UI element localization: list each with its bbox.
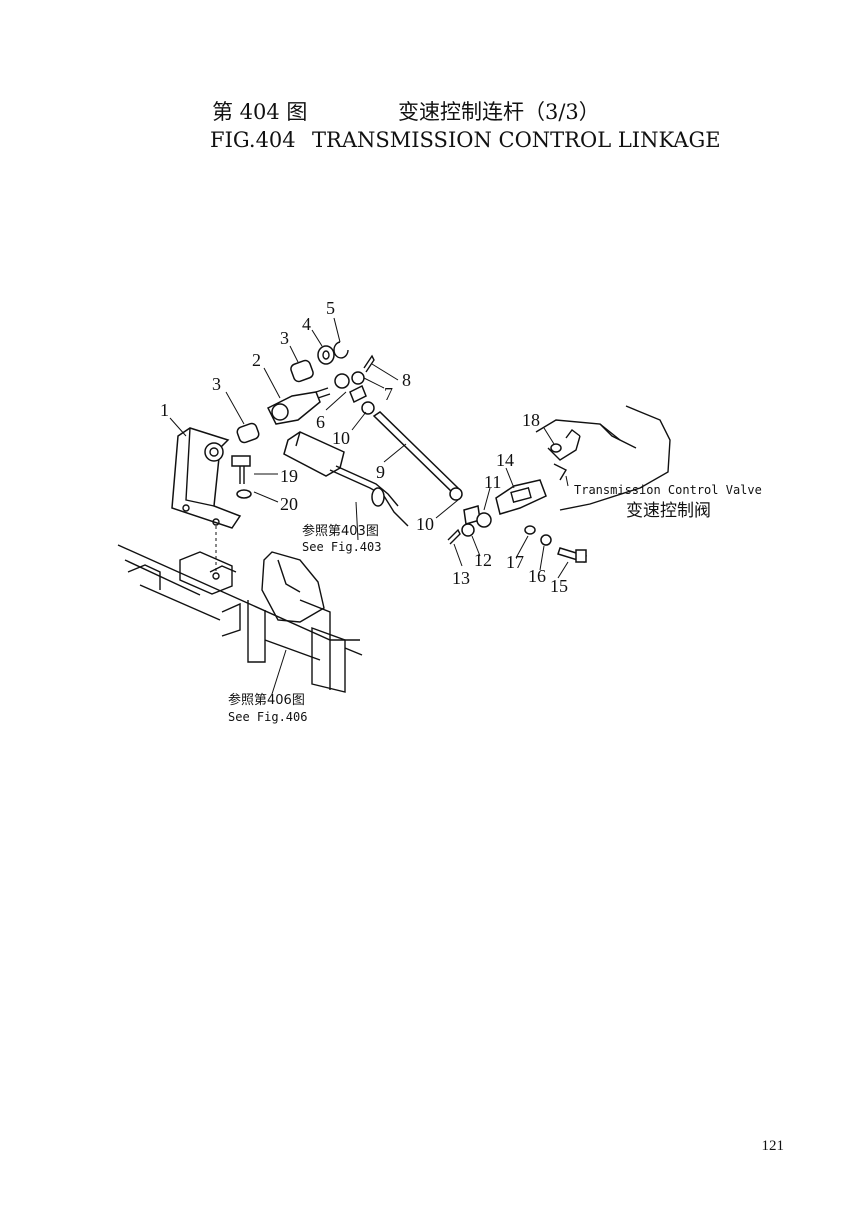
callout-17: 17 <box>506 552 524 572</box>
figure-number-en: FIG.404 <box>210 128 296 152</box>
callout-3-upper: 3 <box>280 328 289 348</box>
control-cable <box>283 431 409 527</box>
callout-5: 5 <box>326 298 335 318</box>
ref-fig406-cn: 参照第406图 <box>228 692 305 708</box>
ref-fig403-cn: 参照第403图 <box>302 523 379 539</box>
callout-18: 18 <box>522 410 540 430</box>
callout-1: 1 <box>160 400 169 420</box>
rod-end-upper <box>334 354 375 415</box>
ref-fig406-en: See Fig.406 <box>228 710 307 724</box>
lever-assembly <box>236 341 349 444</box>
callout-7: 7 <box>384 384 393 404</box>
callout-12: 12 <box>474 550 492 570</box>
ref-fig403-en: See Fig.403 <box>302 540 381 554</box>
callout-4: 4 <box>302 314 311 334</box>
chassis-frame <box>117 544 363 693</box>
callout-10-lower: 10 <box>416 514 434 534</box>
callout-8: 8 <box>402 370 411 390</box>
leader-lines <box>169 317 569 695</box>
control-rod-9 <box>372 411 463 501</box>
callout-6: 6 <box>316 412 325 432</box>
callout-13: 13 <box>452 568 470 588</box>
callout-labels: 5 4 3 2 3 1 8 7 6 10 9 18 14 11 19 20 10… <box>160 298 568 596</box>
reference-notes: 参照第403图 See Fig.403 参照第406图 See Fig.406 … <box>228 483 762 724</box>
callout-11: 11 <box>484 472 501 492</box>
figure-number-cn: 第 404 图 <box>212 100 308 124</box>
bolt-19-washer-20 <box>231 455 252 499</box>
valve-label-cn: 变速控制阀 <box>626 501 711 521</box>
page-number: 121 <box>761 1138 785 1154</box>
callout-2: 2 <box>252 350 261 370</box>
callout-19: 19 <box>280 466 298 486</box>
bracket-part-1 <box>171 427 242 572</box>
callout-14: 14 <box>496 450 514 470</box>
callout-20: 20 <box>280 494 298 514</box>
callout-16: 16 <box>528 566 546 586</box>
transmission-control-valve <box>535 405 671 511</box>
figure-title-cn: 变速控制连杆（3/3） <box>398 100 600 124</box>
lower-linkage <box>447 479 587 563</box>
figure-title-en: TRANSMISSION CONTROL LINKAGE <box>312 128 721 152</box>
callout-9: 9 <box>376 462 385 482</box>
valve-label-en: Transmission Control Valve <box>574 483 762 497</box>
callout-3-lower: 3 <box>212 374 221 394</box>
callout-10-upper: 10 <box>332 428 350 448</box>
callout-15: 15 <box>550 576 568 596</box>
